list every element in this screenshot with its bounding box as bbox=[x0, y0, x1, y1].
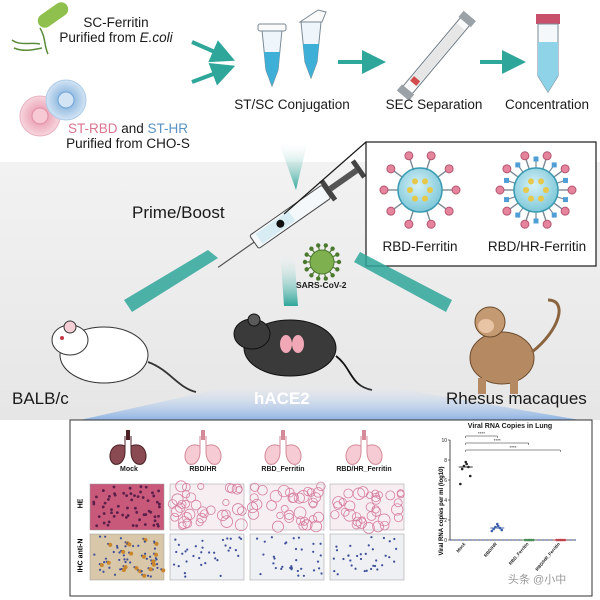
sars-cov-2-label: SARS-CoV-2 bbox=[296, 280, 347, 290]
y-tick-label: 0 bbox=[444, 538, 447, 544]
he-tile bbox=[246, 481, 326, 533]
arrow-to-rhesus bbox=[354, 252, 452, 312]
ecoli-icon bbox=[11, 2, 69, 55]
row-label-he: HE bbox=[77, 498, 85, 509]
syringe-icon bbox=[217, 159, 367, 268]
hace2-mouse-icon bbox=[233, 313, 373, 391]
chart-title: Viral RNA Copies in Lung bbox=[467, 423, 553, 430]
lung-icon bbox=[184, 430, 222, 465]
data-point bbox=[500, 528, 504, 532]
concentration-label: Concentration bbox=[504, 97, 590, 112]
lung-icon bbox=[109, 430, 147, 465]
rhesus-macaque-icon bbox=[469, 298, 561, 394]
spotlight bbox=[80, 382, 580, 420]
data-point bbox=[495, 522, 499, 526]
data-point bbox=[459, 482, 462, 486]
significance-bracket bbox=[465, 449, 561, 452]
significance-bracket bbox=[465, 442, 529, 445]
group-label-rbd-hr-ferritin: RBD/HR_Ferritin bbox=[336, 466, 392, 473]
lung-icon bbox=[264, 430, 302, 465]
ihc-tile bbox=[329, 533, 405, 581]
rbd-ferritin-particle-icon bbox=[379, 151, 461, 229]
significance-label: **** bbox=[494, 438, 501, 443]
concentration-tube-icon bbox=[536, 14, 560, 93]
balbc-mouse-icon bbox=[51, 320, 197, 393]
balbc-label: BALB/c bbox=[12, 389, 69, 408]
conjugation-tubes-icon bbox=[257, 9, 327, 88]
callout-line bbox=[283, 141, 367, 215]
arrow-to-immunization bbox=[278, 140, 308, 190]
rhesus-label: Rhesus macaques bbox=[446, 389, 587, 408]
significance-bracket bbox=[465, 435, 498, 438]
cho-cells-icon bbox=[19, 79, 87, 137]
histology-tiles bbox=[89, 480, 405, 581]
chart-y-axis-label: Viral RNA copies per ml (log10) bbox=[439, 466, 445, 556]
data-point bbox=[490, 529, 494, 533]
group-label-mock: Mock bbox=[120, 466, 138, 473]
data-point bbox=[465, 462, 468, 466]
group-label-rbd-ferritin: RBD_Ferritin bbox=[261, 466, 305, 473]
arrow-cho-to-conjugation bbox=[191, 62, 236, 86]
y-tick-label: 6 bbox=[444, 478, 447, 484]
lung-icons bbox=[109, 430, 383, 465]
cho-source-label: ST-RBD and ST-HR Purified from CHO-S bbox=[66, 121, 190, 151]
he-tile bbox=[89, 483, 165, 531]
row-label-ihc: IHC anti-N bbox=[77, 538, 85, 573]
rbd-ferritin-label: RBD-Ferritin bbox=[382, 239, 458, 254]
data-point bbox=[464, 460, 468, 464]
y-tick-label: 8 bbox=[444, 458, 447, 464]
significance-label: **** bbox=[509, 445, 516, 450]
y-tick-label: 2 bbox=[444, 518, 447, 524]
prime-boost-label: Prime/Boost bbox=[132, 203, 225, 222]
watermark: 头条 @小中 bbox=[508, 574, 567, 586]
data-point bbox=[460, 467, 464, 471]
y-tick-label: 4 bbox=[444, 498, 447, 504]
rbd-hr-ferritin-particle-icon bbox=[495, 151, 577, 229]
arrow-to-balbc bbox=[124, 250, 218, 312]
he-tile bbox=[329, 483, 405, 534]
sec-column-icon bbox=[396, 10, 476, 101]
data-point bbox=[468, 474, 472, 478]
hace2-label: hACE2 bbox=[254, 389, 310, 408]
lung-icon bbox=[345, 430, 383, 465]
arrow-ferritin-to-conjugation bbox=[191, 40, 235, 63]
conjugation-label: ST/SC Conjugation bbox=[234, 97, 350, 112]
sc-ferritin-label: SC-Ferritin Purified from E.coli bbox=[59, 15, 173, 45]
significance-label: **** bbox=[478, 431, 485, 436]
ihc-tile bbox=[89, 533, 166, 581]
sec-label: SEC Separation bbox=[385, 97, 483, 112]
rbd-hr-ferritin-label: RBD/HR-Ferritin bbox=[487, 239, 587, 254]
arrow-to-hace2 bbox=[280, 250, 298, 306]
y-tick-label: 10 bbox=[441, 438, 447, 444]
he-tile bbox=[167, 480, 248, 532]
ihc-tile bbox=[249, 533, 325, 581]
ihc-tile bbox=[169, 533, 245, 581]
x-tick-label: Mock bbox=[455, 541, 467, 553]
data-point bbox=[496, 524, 500, 528]
group-label-rbd-hr: RBD/HR bbox=[189, 466, 217, 473]
sars-cov-2-virus-icon bbox=[302, 243, 342, 281]
